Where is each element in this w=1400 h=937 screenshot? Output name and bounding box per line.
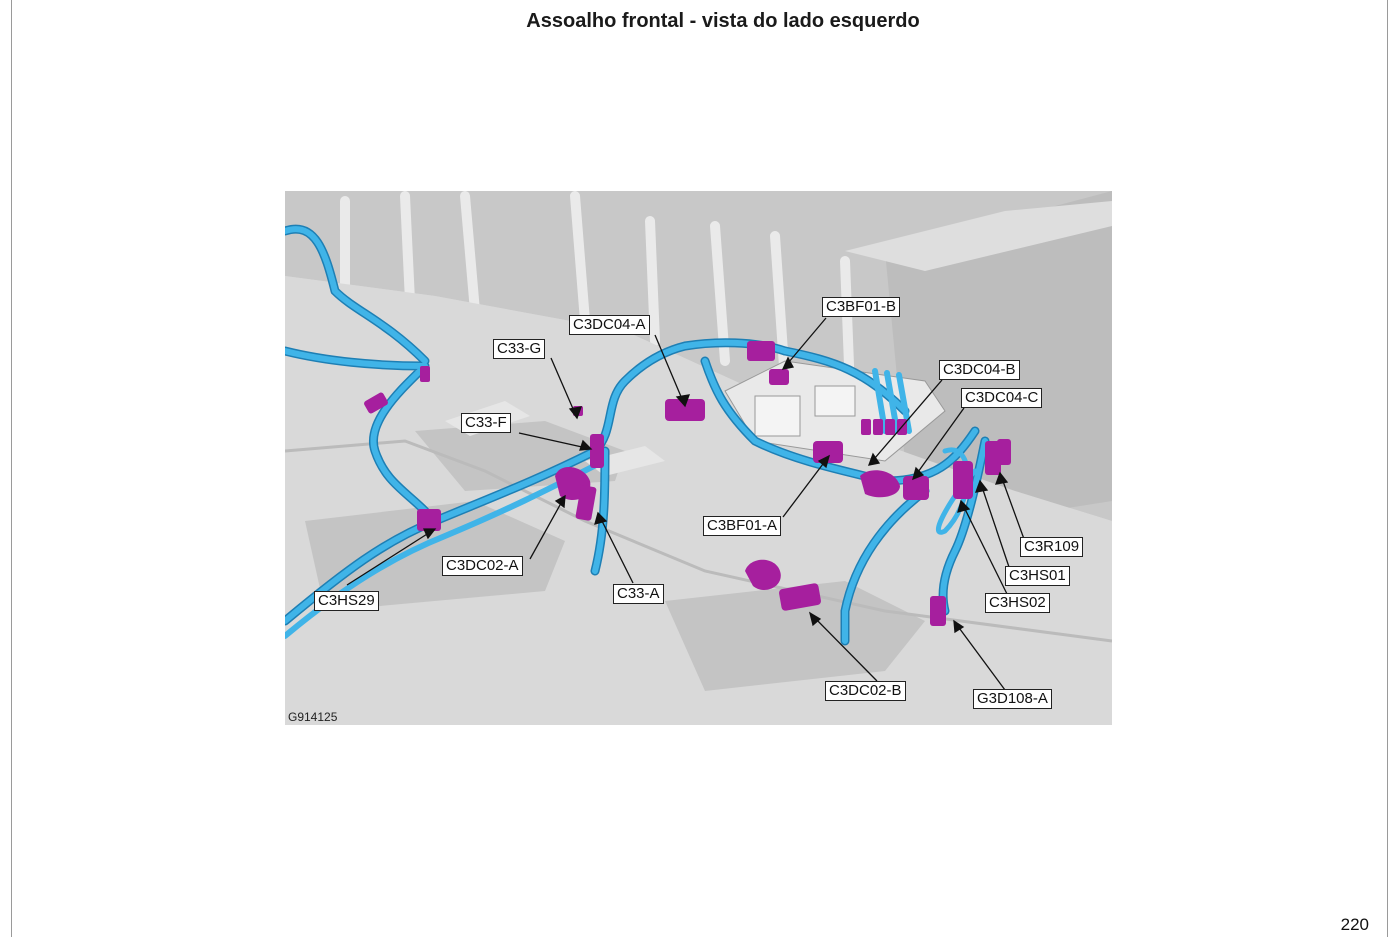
callout-c3hs02: C3HS02 — [985, 593, 1050, 613]
page-number: 220 — [1340, 915, 1369, 934]
page-title: Assoalho frontal - vista do lado esquerd… — [526, 10, 920, 32]
connectors — [364, 341, 1011, 626]
leader-lines — [346, 317, 1025, 691]
callout-c33-a: C33-A — [613, 584, 664, 604]
callout-c3dc04-c: C3DC04-C — [961, 388, 1043, 408]
callout-c3dc02-b: C3DC02-B — [825, 681, 906, 701]
callout-g3d108-a: G3D108-A — [973, 689, 1052, 709]
harness-diagram: C3DC04-A C3BF01-B C33-G C3DC04-B C3DC04-… — [285, 191, 1112, 725]
page-frame — [11, 0, 1388, 937]
callout-c33-g: C33-G — [493, 339, 546, 359]
diagram-illustration — [285, 191, 1112, 725]
callout-c3bf01-b: C3BF01-B — [822, 297, 901, 317]
floor-edge — [285, 439, 1112, 643]
callout-c3dc02-a: C3DC02-A — [442, 556, 523, 576]
figure-id: G914125 — [288, 710, 338, 724]
right-box-top — [845, 201, 1112, 271]
callout-c3bf01-a: C3BF01-A — [703, 516, 782, 536]
callout-c3hs29: C3HS29 — [314, 591, 379, 611]
callout-c3dc04-a: C3DC04-A — [569, 315, 650, 335]
callout-c33-f: C33-F — [461, 413, 511, 433]
callout-c3dc04-b: C3DC04-B — [939, 360, 1020, 380]
callout-c3r109: C3R109 — [1020, 537, 1084, 557]
callout-c3hs01: C3HS01 — [1005, 566, 1070, 586]
